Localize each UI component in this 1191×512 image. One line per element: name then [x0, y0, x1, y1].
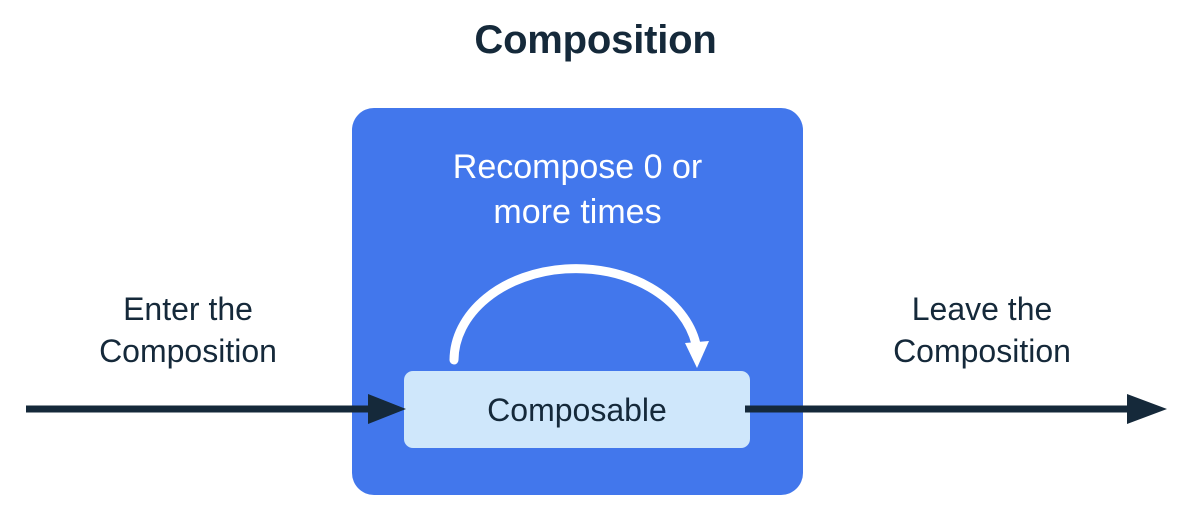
- recompose-note: Recompose 0 or more times: [352, 145, 803, 235]
- enter-composition-line-2: Composition: [99, 333, 277, 370]
- page-title: Composition: [474, 18, 717, 62]
- enter-arrow-right-icon: [26, 394, 406, 424]
- leave-arrow-right-icon: [745, 394, 1167, 424]
- recompose-note-line-1: Recompose 0 or: [452, 148, 703, 186]
- leave-composition-line-2: Composition: [893, 333, 1071, 370]
- leave-composition-label: Leave the Composition: [812, 288, 1152, 372]
- composable-node: Composable: [404, 371, 750, 448]
- leave-composition-line-1: Leave the: [911, 291, 1053, 327]
- enter-composition-line-1: Enter the: [123, 291, 253, 327]
- composable-label: Composable: [487, 391, 667, 428]
- enter-composition-label: Enter the Composition: [28, 288, 348, 372]
- recompose-note-line-2: more times: [493, 192, 662, 231]
- curved-loop-arrow-icon: [449, 264, 709, 368]
